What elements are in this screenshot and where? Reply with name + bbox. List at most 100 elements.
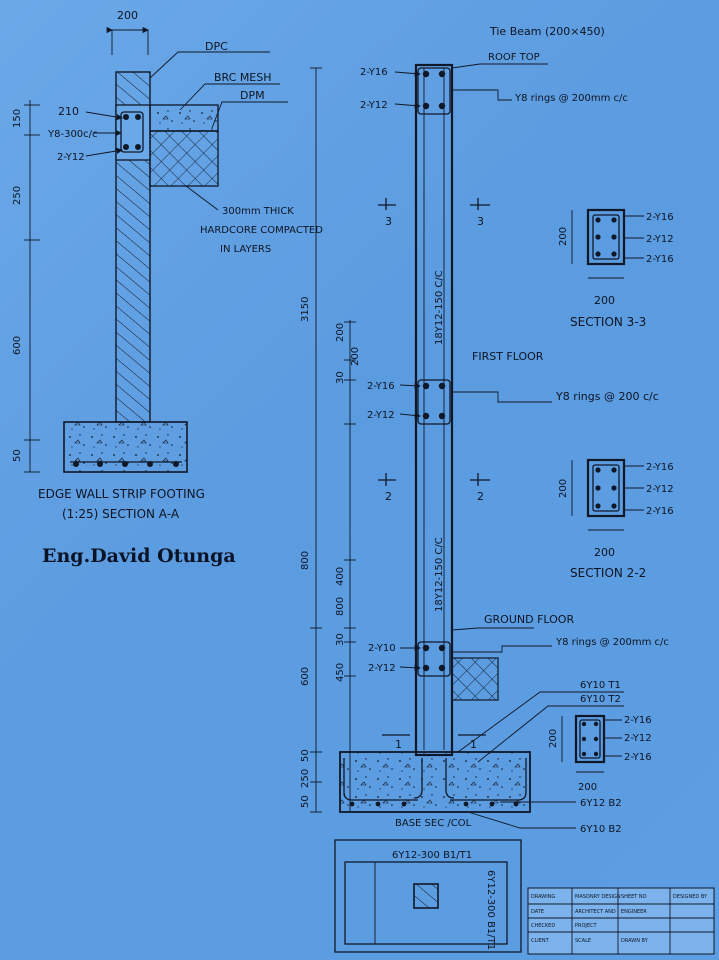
rebar-dot (123, 114, 129, 120)
rebar-dot (375, 801, 381, 807)
plan-side-label: 6Y12-300 B1/T1 (485, 870, 496, 950)
rebar-dot (438, 664, 446, 672)
wall-dim-150: 150 (12, 109, 23, 128)
t2-label: 6Y10 T2 (580, 694, 621, 705)
rebar-dot (595, 503, 601, 509)
gf-rings-label: Y8 rings @ 200mm c/c (555, 637, 669, 648)
col-dim-50b: 50 (300, 795, 311, 808)
cut-1-left: 1 (395, 738, 402, 751)
label-rings: Y8-300c/c (47, 129, 98, 140)
rebar-dot (593, 721, 599, 727)
leader-ff-top-bar (399, 382, 421, 389)
rebar-dot (595, 485, 601, 491)
section-bar-label: 2-Y16 (646, 254, 674, 265)
ff-rings-label: Y8 rings @ 200 c/c (555, 390, 659, 403)
b2-10-label: 6Y10 B2 (580, 824, 622, 835)
rebar-dot (611, 251, 617, 257)
ff-bar-bot-label: 2-Y12 (367, 410, 395, 421)
ground-floor-beam-stirrup (417, 641, 451, 677)
title-block-cell: DESIGNED BY (673, 894, 708, 900)
inner-dim-200b: 200 (350, 347, 361, 366)
title-block-cell: ARCHITECT AND (575, 909, 616, 915)
plan-outline (334, 839, 522, 953)
col-dim-50a: 50 (300, 749, 311, 762)
wall-section-title-1: EDGE WALL STRIP FOOTING (38, 487, 205, 501)
rebar-dot (438, 412, 446, 420)
rebar-dot (595, 467, 601, 473)
roof-bar-top-label: 2-Y16 (360, 67, 388, 78)
rebar-dot (611, 467, 617, 473)
inner-dim-250: 250 (300, 769, 311, 788)
inner-dim-200a: 200 (335, 323, 346, 342)
roof-top-label: ROOF TOP (488, 52, 540, 63)
section-title: SECTION 2-2 (570, 566, 646, 580)
ff-bar-top-label: 2-Y16 (367, 381, 395, 392)
column-base (339, 751, 531, 813)
section-2-2: 2-Y16 2-Y12 2-Y16 200 200 SECTION 2-2 (558, 458, 674, 580)
leader-t1 (457, 691, 624, 753)
title-block-cell: MASONRY DESIGN (575, 894, 621, 900)
label-brc-mesh: BRC MESH (214, 71, 272, 84)
col-dim-3150: 3150 (300, 297, 311, 322)
ground-hardcore (451, 657, 499, 701)
rebar-dot (593, 751, 599, 757)
col-dim-600: 600 (300, 667, 311, 686)
rebar-dot (611, 217, 617, 223)
t1-label: 6Y10 T1 (580, 680, 621, 691)
section-bar-label: 2-Y16 (646, 506, 674, 517)
rebar-dot (463, 801, 469, 807)
title-block-cell: CHECKED (531, 923, 555, 929)
upper-column-bars: 18Y12-150 C/C (434, 270, 445, 345)
label-hardcore-2: HARDCORE COMPACTED (200, 225, 323, 236)
cut-2-left: 2 (385, 490, 392, 503)
gf-bar-top-label: 2-Y10 (368, 643, 396, 654)
title-block-cell: PROJECT (575, 923, 598, 929)
section-outline (586, 208, 626, 266)
title-block-cell: DATE (531, 909, 544, 915)
lower-column-bars: 18Y12-150 C/C (434, 537, 445, 612)
leader-gf-rings (452, 645, 552, 653)
rebar-dot (122, 461, 128, 467)
roof-beam-stirrup (417, 67, 451, 115)
rebar-dot (593, 736, 599, 742)
roof-rings-label: Y8 rings @ 200mm c/c (514, 93, 628, 104)
leader-gf (451, 627, 534, 631)
rebar-dot (123, 144, 129, 150)
rebar-dot (422, 412, 430, 420)
section-bar-label: 2-Y16 (624, 752, 652, 763)
rebar-dot (349, 801, 355, 807)
wall-width-dim: 200 (117, 9, 138, 22)
label-dpm: DPM (240, 89, 265, 102)
ground-floor-label: GROUND FLOOR (484, 613, 574, 626)
section-title: SECTION 3-3 (570, 315, 646, 329)
rebar-dot (135, 144, 141, 150)
leader-gf-bot-bar (399, 664, 421, 671)
title-block-cell: CLIENT (531, 938, 550, 944)
inner-dim-450: 450 (335, 663, 346, 682)
first-floor-beam-stirrup (417, 379, 451, 425)
rebar-dot (401, 801, 407, 807)
inner-dim-30b: 30 (335, 633, 346, 646)
section-bar-label: 2-Y12 (646, 484, 674, 495)
label-hardcore-1: 300mm THICK (222, 206, 294, 217)
col-dim-800: 800 (300, 551, 311, 570)
rebar-dot (595, 234, 601, 240)
section-width: 200 (594, 294, 615, 307)
leader-ff-rings (452, 391, 552, 403)
rebar-dot (595, 217, 601, 223)
section-stirrup (579, 719, 601, 759)
rebar-dot (489, 801, 495, 807)
title-block-cell: SHEET NO (621, 894, 647, 900)
inner-dim-800: 800 (335, 597, 346, 616)
cut-2-right: 2 (477, 490, 484, 503)
section-bar-label: 2-Y12 (624, 733, 652, 744)
plan-top-label: 6Y12-300 B1/T1 (392, 850, 472, 861)
title-block-cell: ENGINEER (621, 909, 647, 915)
roof-bar-bot-label: 2-Y12 (360, 100, 388, 111)
cut-1-right: 1 (470, 738, 477, 751)
inner-dim-30a: 30 (335, 371, 346, 384)
starter-bars (413, 758, 455, 799)
section-bar-label: 2-Y16 (646, 462, 674, 473)
